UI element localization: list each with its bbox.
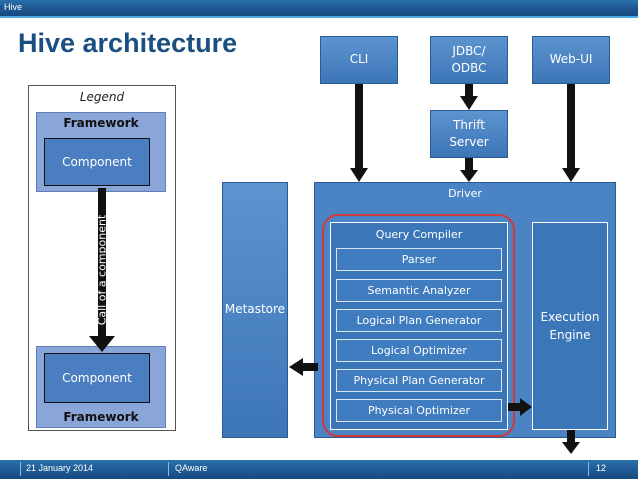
top-bar: Hive [0,0,638,18]
legend-component-bottom: Component [44,353,150,403]
legend-framework-top-label: Framework [63,116,139,130]
cli-to-driver-arrow [355,84,363,170]
semantic-analyzer-stage: Semantic Analyzer [336,279,502,302]
optimizer-to-engine-arrowhead [520,398,532,416]
engine-down-arrow [567,430,575,444]
driver-label: Driver [448,187,482,200]
metastore-box: Metastore [222,182,288,438]
footer-divider [20,462,21,476]
thrift-label-line1: Thrift [453,117,485,132]
thrift-to-driver-arrowhead [460,170,478,182]
jdbc-label-line1: JDBC/ [452,43,486,58]
jdbc-odbc-box: JDBC/ ODBC [430,36,508,84]
execution-engine-box: Execution Engine [532,222,608,430]
physical-optimizer-stage: Physical Optimizer [336,399,502,422]
query-compiler-label: Query Compiler [375,228,463,241]
parser-stage: Parser [336,248,502,271]
footer-date: 21 January 2014 [26,463,94,473]
footer-bar: 21 January 2014 QAware 12 [0,460,638,479]
cli-to-driver-arrowhead [350,168,368,182]
cli-box: CLI [320,36,398,84]
physical-plan-generator-stage: Physical Plan Generator [336,369,502,392]
compiler-highlight [322,214,515,437]
slide-title: Hive architecture [18,28,238,58]
webui-to-driver-arrowhead [562,168,580,182]
footer-divider [168,462,169,476]
webui-label: Web-UI [549,52,593,67]
legend-call-arrow [98,188,106,338]
jdbc-to-thrift-arrowhead [460,96,478,110]
thrift-label-line2: Server [449,135,489,149]
driver-to-metastore-arrowhead [289,358,303,376]
webui-box: Web-UI [532,36,610,84]
top-bar-title: Hive [4,2,23,12]
legend-title: Legend [79,90,125,104]
footer-company: QAware [175,463,208,473]
thrift-server-box: Thrift Server [430,110,508,158]
jdbc-to-thrift-arrow [465,84,473,98]
legend-call-arrowhead [89,336,115,352]
logical-optimizer-stage: Logical Optimizer [336,339,502,362]
logical-plan-generator-stage: Logical Plan Generator [336,309,502,332]
driver-to-metastore-arrow [302,363,318,371]
execution-label-line1: Execution [540,310,600,324]
engine-down-arrowhead [562,442,580,454]
legend-framework-bottom-label: Framework [63,410,139,424]
thrift-to-driver-arrow [465,158,473,172]
jdbc-label-line2: ODBC [451,61,487,75]
optimizer-to-engine-arrow [508,403,522,411]
cli-label: CLI [349,52,369,67]
footer-divider [588,462,589,476]
metastore-label: Metastore [224,302,286,317]
webui-to-driver-arrow [567,84,575,170]
legend-call-label: Call of a component [95,214,109,326]
footer-page-number: 12 [596,463,607,473]
execution-label-line2: Engine [549,328,591,342]
legend-component-top: Component [44,138,150,186]
